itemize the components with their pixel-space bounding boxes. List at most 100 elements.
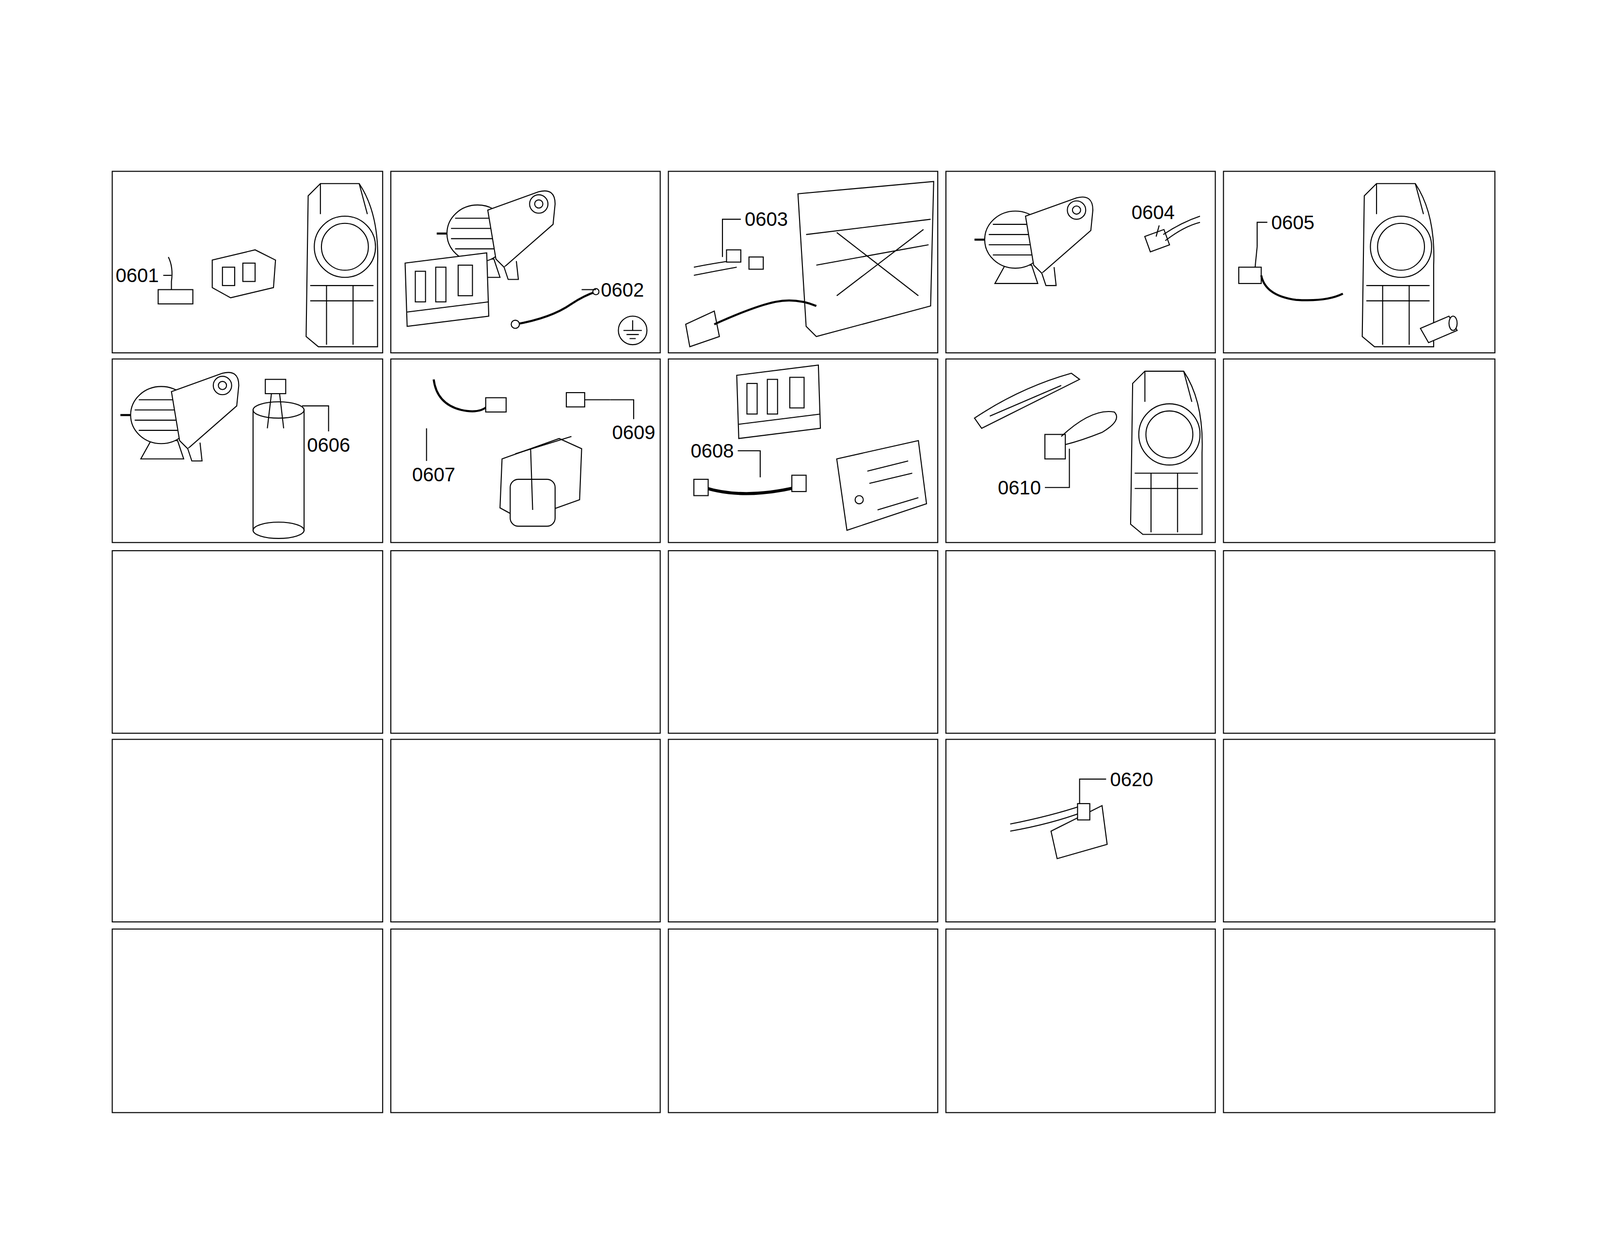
drawing-stroke <box>618 316 647 345</box>
drawing-stroke <box>736 365 821 439</box>
leader-lines <box>163 219 1268 804</box>
drawing-stroke <box>704 487 796 495</box>
callout-number: 0605 <box>1269 211 1316 234</box>
drawing-stroke <box>390 550 661 734</box>
drawing-stroke <box>1257 222 1268 247</box>
drawing-stroke <box>212 249 276 298</box>
drawing-stroke <box>1223 929 1495 1114</box>
drawing-stroke <box>253 522 304 539</box>
drawing-stroke <box>120 372 239 462</box>
drawing-stroke <box>158 289 193 304</box>
drawing-stroke <box>390 929 661 1114</box>
drawing-stroke <box>405 253 490 327</box>
drawing-stroke <box>714 300 816 325</box>
callout-number: 0604 <box>1130 201 1177 224</box>
callout-number: 0603 <box>743 208 790 230</box>
drawing-stroke <box>515 291 596 325</box>
drawing-stroke <box>302 405 329 432</box>
drawing-stroke <box>1077 803 1090 821</box>
callout-number: 0601 <box>114 264 161 287</box>
drawing-stroke <box>1130 371 1203 535</box>
drawing-stroke <box>112 359 384 544</box>
drawing-stroke <box>722 219 741 257</box>
drawing-stroke <box>1223 739 1495 923</box>
drawing-stroke <box>668 359 939 544</box>
drawing-stroke <box>168 256 173 292</box>
drawing-stroke <box>1079 779 1107 804</box>
drawing-stroke <box>726 249 741 262</box>
drawing-stroke <box>610 400 634 420</box>
drawing-stroke <box>623 320 642 339</box>
drawing-stroke <box>989 385 1061 416</box>
drawing-stroke <box>668 929 939 1114</box>
drawing-stroke <box>1010 805 1085 832</box>
drawing-stroke <box>867 461 919 511</box>
drawing-stroke <box>265 379 286 394</box>
drawing-stroke <box>581 288 596 290</box>
drawing-stroke <box>1223 550 1495 734</box>
drawing-stroke <box>1223 359 1495 544</box>
drawing-stroke <box>112 739 384 923</box>
drawing-stroke <box>163 274 172 276</box>
drawing-stroke <box>693 479 708 496</box>
drawing-stroke <box>1449 316 1458 331</box>
drawing-stroke <box>1044 434 1066 459</box>
callout-number: 0608 <box>689 440 736 462</box>
drawing-stroke <box>267 393 284 429</box>
drawing-stroke <box>685 311 720 348</box>
drawing-stroke <box>242 263 256 282</box>
drawing-stroke <box>426 428 428 462</box>
drawing-stroke <box>584 399 611 401</box>
drawing-stroke <box>1156 225 1160 237</box>
drawing-stroke <box>945 739 1216 923</box>
drawing-stroke <box>1061 411 1117 445</box>
drawing-stroke <box>798 181 934 337</box>
callout-number: 0606 <box>305 434 352 456</box>
drawing-stroke <box>974 196 1093 286</box>
drawing-stroke <box>1223 171 1495 353</box>
drawing-stroke <box>945 550 1216 734</box>
drawing-stroke <box>806 219 931 296</box>
callout-number: 0602 <box>599 279 646 301</box>
drawing-stroke <box>668 739 939 923</box>
drawing-stroke <box>668 550 939 734</box>
drawing-stroke <box>1255 246 1258 268</box>
drawing-stroke <box>566 392 585 407</box>
drawing-stroke <box>945 171 1216 353</box>
drawing-stroke <box>112 550 384 734</box>
drawing-stroke <box>390 171 661 353</box>
drawing-stroke <box>112 929 384 1114</box>
drawing-stroke <box>112 171 384 353</box>
drawing-stroke <box>511 320 520 329</box>
part-drawings <box>120 181 1457 860</box>
drawing-stroke <box>1261 275 1343 301</box>
drawing-stroke <box>1238 267 1262 284</box>
panel-frames <box>112 171 1496 1113</box>
drawing-stroke <box>222 267 235 286</box>
drawing-stroke <box>749 256 764 270</box>
drawing-stroke <box>253 401 304 419</box>
callout-number: 0609 <box>610 421 657 444</box>
drawing-stroke <box>974 373 1080 429</box>
drawing-stroke <box>253 410 304 531</box>
callout-number: 0620 <box>1108 768 1155 791</box>
drawing-stroke <box>515 436 572 510</box>
drawing-stroke <box>485 398 507 413</box>
drawing-stroke <box>390 739 661 923</box>
drawing-stroke <box>305 183 378 348</box>
callout-number: 0607 <box>410 464 457 486</box>
drawing-stroke <box>668 171 939 353</box>
drawing-stroke <box>433 379 488 412</box>
drawing-stroke <box>945 929 1216 1114</box>
callout-number: 0610 <box>996 477 1043 499</box>
drawing-stroke <box>945 359 1216 544</box>
drawing-stroke <box>836 440 927 531</box>
drawing-stroke <box>1044 448 1070 488</box>
drawing-stroke <box>1420 316 1458 343</box>
drawing-stroke <box>791 475 806 492</box>
drawing-stroke <box>390 359 661 544</box>
drawing-stroke <box>1362 183 1435 348</box>
drawing-stroke <box>855 496 864 505</box>
drawing-stroke <box>737 450 761 478</box>
